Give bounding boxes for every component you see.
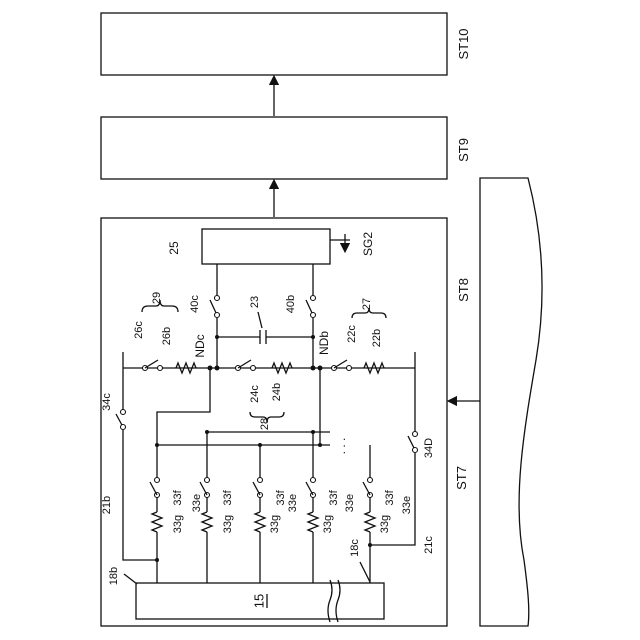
node-21b (155, 558, 159, 562)
switch-26c-b (158, 366, 163, 371)
label-ndb: NDb (317, 331, 331, 355)
st7-block (480, 178, 542, 626)
st8-block (101, 218, 447, 626)
label-33g-5: 33g (379, 515, 391, 533)
label-34c: 34c (101, 393, 113, 411)
label-24c: 24c (249, 385, 261, 403)
label-33e-3: 33e (287, 494, 299, 512)
label-33f-2: 33f (222, 489, 234, 505)
node-ndb (311, 366, 316, 371)
switch-34c-bottom (121, 425, 126, 430)
label-40c: 40c (189, 295, 201, 313)
label-33g-1: 33g (172, 515, 184, 533)
label-33e-4: 33e (344, 494, 356, 512)
label-21b: 21b (101, 496, 113, 514)
label-40b: 40b (285, 295, 297, 313)
label-22b: 22b (371, 329, 383, 347)
sg2-label: SG2 (361, 232, 375, 256)
label-29: 29 (151, 292, 163, 304)
label-33g-4: 33g (322, 515, 334, 533)
label-33e-5: 33e (401, 496, 413, 514)
label-33f-3: 33f (275, 489, 287, 505)
st9-block (101, 117, 447, 179)
switch-34c-top (121, 410, 126, 415)
label-26c: 26c (133, 321, 145, 339)
label-ndc: NDc (193, 334, 207, 357)
st9-label: ST9 (456, 138, 471, 162)
label-33g-2: 33g (222, 515, 234, 533)
cap-node-left (215, 335, 219, 339)
label-15: 15 (251, 594, 266, 608)
label-23: 23 (249, 296, 261, 308)
st10-block (101, 13, 447, 75)
label-33g-3: 33g (269, 515, 281, 533)
label-18c: 18c (349, 539, 361, 557)
switch-34d-bottom (413, 448, 418, 453)
label-18b: 18b (108, 567, 120, 585)
cap-node-right (311, 335, 315, 339)
st8-label: ST8 (456, 278, 471, 302)
label-33f-5: 33f (384, 489, 396, 505)
rail-dots: . . . (334, 438, 348, 455)
st10-label: ST10 (456, 28, 471, 59)
label-22c: 22c (346, 325, 358, 343)
switch-22c-b (347, 366, 352, 371)
label-24b: 24b (271, 383, 283, 401)
label-26b: 26b (161, 327, 173, 345)
label-33f-4: 33f (328, 489, 340, 505)
switch-40c-bottom (215, 313, 220, 318)
switch-40b-bottom (311, 313, 316, 318)
label-28: 28 (259, 418, 271, 430)
label-33e-1: 33e (191, 494, 203, 512)
node-ndc (215, 366, 220, 371)
switch-34d-top (413, 432, 418, 437)
label-25: 25 (167, 241, 181, 255)
rail-node-5 (318, 443, 322, 447)
block-25 (202, 229, 330, 264)
switch-24c-b (251, 366, 256, 371)
st7-label: ST7 (454, 466, 469, 490)
node-21c (368, 543, 372, 547)
label-34d: 34D (423, 438, 435, 458)
switch-40c-top (215, 296, 220, 301)
label-21c: 21c (423, 536, 435, 554)
switch-40b-top (311, 296, 316, 301)
label-27: 27 (361, 298, 373, 310)
label-33f-1: 33f (172, 489, 184, 505)
